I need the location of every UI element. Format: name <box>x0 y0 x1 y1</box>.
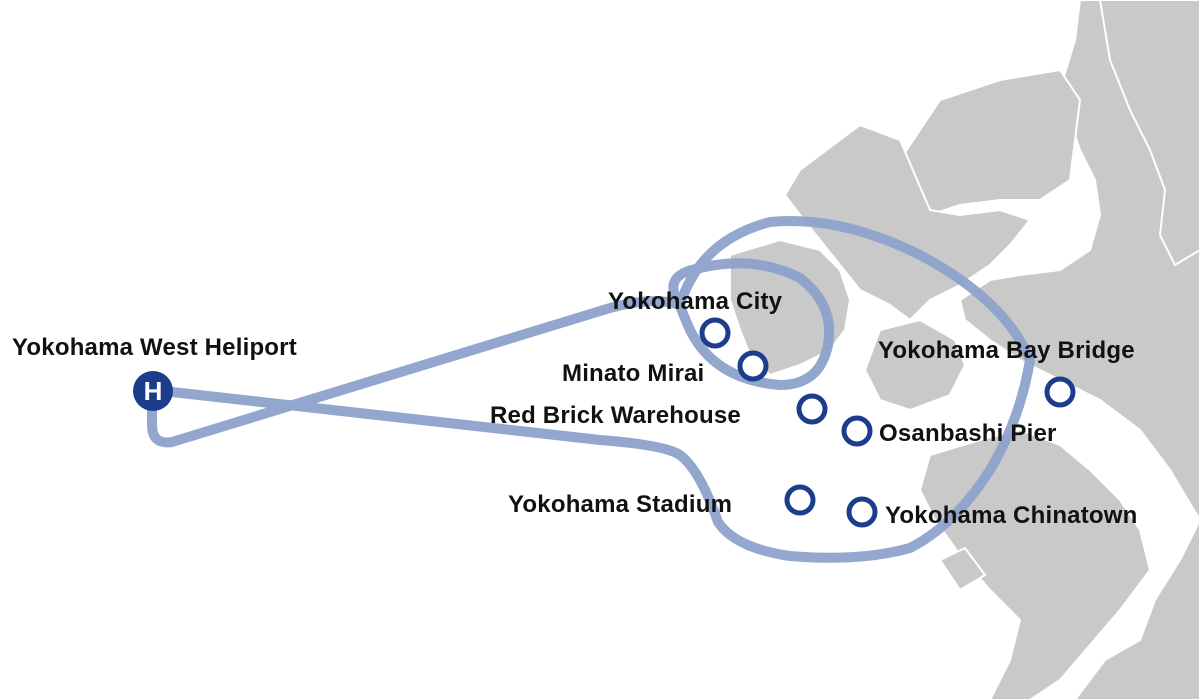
poi-marker-minato-mirai[interactable] <box>737 350 769 382</box>
route-loop-outer <box>147 215 1035 563</box>
poi-marker-yokohama-bay-bridge[interactable] <box>1044 376 1076 408</box>
heliport-icon-letter: H <box>144 376 163 406</box>
land-area <box>729 0 1200 700</box>
label-red-brick-warehouse: Red Brick Warehouse <box>490 402 741 429</box>
label-yokohama-chinatown: Yokohama Chinatown <box>885 502 1138 529</box>
poi-markers <box>699 317 1076 528</box>
label-yokohama-stadium: Yokohama Stadium <box>508 491 733 518</box>
poi-marker-yokohama-city[interactable] <box>699 317 731 349</box>
heliport-icon <box>133 371 173 411</box>
route-segment-outbound <box>147 296 685 448</box>
label-yokohama-bay-bridge: Yokohama Bay Bridge <box>878 337 1135 364</box>
flight-route <box>147 215 1035 563</box>
poi-marker-osanbashi-pier[interactable] <box>841 415 873 447</box>
poi-marker-yokohama-stadium[interactable] <box>784 484 816 516</box>
label-yokohama-city: Yokohama City <box>608 288 783 315</box>
poi-marker-yokohama-chinatown[interactable] <box>846 496 878 528</box>
poi-marker-red-brick-warehouse[interactable] <box>796 393 828 425</box>
label-heliport: Yokohama West Heliport <box>12 334 297 361</box>
label-osanbashi-pier: Osanbashi Pier <box>879 420 1057 447</box>
heliport-marker[interactable]: H <box>133 371 173 411</box>
label-minato-mirai: Minato Mirai <box>562 360 705 387</box>
